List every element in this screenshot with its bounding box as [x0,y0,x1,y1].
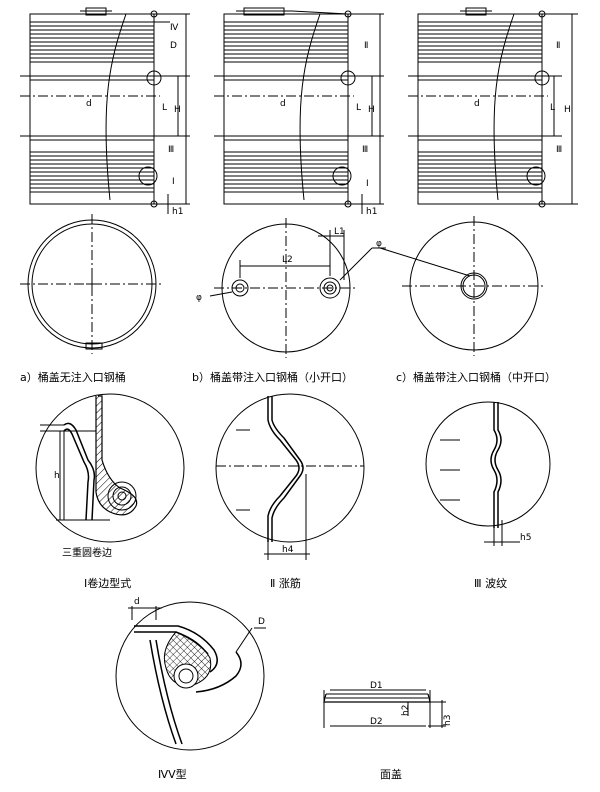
label-h2: h2 [401,705,411,716]
top-view-c [379,216,546,356]
drum-a-elevation [20,7,190,214]
dimension-labels: Ⅳ D d L H Ⅲ Ⅰ h1 Ⅱ d L H Ⅲ Ⅰ h1 Ⅱ d L H … [54,23,571,727]
label-iii-c: Ⅲ [556,145,562,155]
label-d2: D2 [370,717,383,727]
label-d-c: d [474,99,480,109]
label-l2: L2 [282,255,293,265]
lid-section [323,689,446,728]
label-d-b: d [280,99,286,109]
label-phi-b-large: φ [376,239,382,249]
label-h3: h3 [443,715,453,726]
label-l1: L1 [334,227,345,237]
top-view-a [20,214,164,354]
caption-lid: 面盖 [380,768,402,781]
label-h4: h4 [282,545,294,555]
label-h1-b: h1 [366,207,377,217]
label-phi-b-small: φ [196,293,202,303]
label-iii-b: Ⅲ [362,145,368,155]
detail-ii-rib [215,393,365,560]
label-h-a: H [174,105,181,115]
label-h-c: H [564,105,571,115]
label-iv: Ⅳ [170,23,179,33]
label-i-a: Ⅰ [172,177,175,187]
label-l-c: L [550,103,555,113]
label-d-upper-a: D [170,41,177,51]
label-l-b: L [356,103,361,113]
label-d-detail: d [134,597,140,607]
drum-b-elevation [214,7,384,214]
drum-a-stripes-top [30,21,154,63]
caption-detail-i: Ⅰ卷边型式 [84,577,132,590]
label-ii-c: Ⅱ [556,41,560,51]
caption-c: c）桶盖带注入口钢桶（中开口） [396,371,557,384]
label-h-b: H [368,105,375,115]
detail-iii-corrugation [425,401,551,546]
drum-c-elevation [408,7,578,208]
label-l-a: L [162,103,167,113]
label-i-b: Ⅰ [366,179,369,189]
label-d-a: d [86,99,92,109]
label-d1: D1 [370,681,383,691]
label-iii-a: Ⅲ [168,145,174,155]
top-view-b [209,218,386,358]
label-ii-b: Ⅱ [364,41,368,51]
drum-a-stripes-bottom [30,151,154,193]
caption-a: a）桶盖无注入口钢桶 [20,371,126,384]
label-triple-seam: 三重圆卷边 [62,546,112,559]
detail-iv-v-chime [115,601,266,751]
caption-detail-iv-v: ⅣⅤ型 [158,768,187,781]
label-h5: h5 [520,533,531,543]
caption-detail-iii: Ⅲ 波纹 [474,577,508,590]
label-h-detail: h [54,471,60,481]
caption-detail-ii: Ⅱ 涨筋 [270,577,301,590]
detail-i-seam [35,393,185,543]
caption-b: b）桶盖带注入口钢桶（小开口） [192,371,353,384]
label-h1-a: h1 [172,207,183,217]
label-d-upper-detail: D [258,617,265,627]
